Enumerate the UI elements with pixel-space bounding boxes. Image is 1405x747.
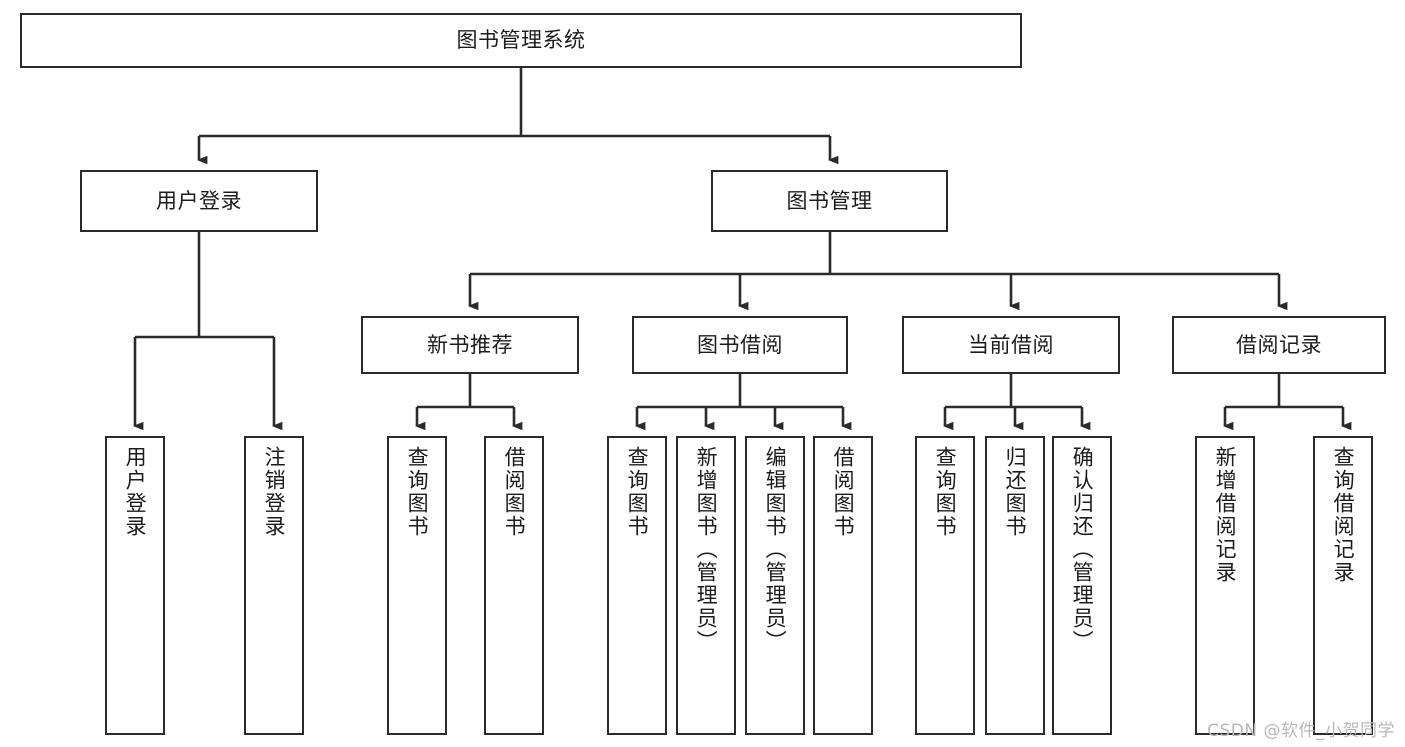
node-new-book-recommend-label: 新书推荐	[427, 332, 513, 357]
node-leaf-query-book-1-label: 查询图书	[405, 446, 430, 538]
node-user-login[interactable]: 用户登录	[80, 170, 318, 232]
node-leaf-add-record-label: 新增借阅记录	[1213, 446, 1238, 584]
node-root-label: 图书管理系统	[456, 28, 586, 53]
node-new-book-recommend[interactable]: 新书推荐	[361, 316, 579, 374]
node-book-borrow-label: 图书借阅	[697, 332, 783, 357]
node-leaf-user-login[interactable]: 用户登录	[105, 436, 165, 735]
node-book-manage[interactable]: 图书管理	[711, 170, 948, 232]
node-leaf-return-book[interactable]: 归还图书	[985, 436, 1045, 735]
node-book-borrow[interactable]: 图书借阅	[632, 316, 848, 374]
node-leaf-query-book-3[interactable]: 查询图书	[915, 436, 975, 735]
node-leaf-add-book-label: 新增图书（管理员）	[694, 446, 719, 653]
node-leaf-confirm-return-label: 确认归还（管理员）	[1070, 446, 1095, 653]
node-leaf-query-book-1[interactable]: 查询图书	[387, 436, 447, 735]
node-leaf-add-book[interactable]: 新增图书（管理员）	[676, 436, 736, 735]
node-user-login-label: 用户登录	[156, 188, 242, 213]
node-leaf-borrow-book-1[interactable]: 借阅图书	[484, 436, 544, 735]
node-borrow-record[interactable]: 借阅记录	[1172, 316, 1386, 374]
node-leaf-query-book-2[interactable]: 查询图书	[607, 436, 667, 735]
watermark: CSDN @软件_小贺同学	[1207, 721, 1395, 741]
node-leaf-add-record[interactable]: 新增借阅记录	[1195, 436, 1255, 735]
node-leaf-edit-book-label: 编辑图书（管理员）	[763, 446, 788, 653]
node-leaf-edit-book[interactable]: 编辑图书（管理员）	[745, 436, 805, 735]
node-leaf-user-logout[interactable]: 注销登录	[244, 436, 304, 735]
node-leaf-query-book-3-label: 查询图书	[933, 446, 958, 538]
node-leaf-confirm-return[interactable]: 确认归还（管理员）	[1052, 436, 1112, 735]
node-leaf-borrow-book-1-label: 借阅图书	[502, 446, 527, 538]
node-leaf-user-login-label: 用户登录	[123, 446, 148, 538]
node-current-borrow-label: 当前借阅	[968, 332, 1054, 357]
node-current-borrow[interactable]: 当前借阅	[902, 316, 1120, 374]
node-leaf-query-record[interactable]: 查询借阅记录	[1313, 436, 1373, 735]
node-root[interactable]: 图书管理系统	[20, 13, 1022, 68]
node-book-manage-label: 图书管理	[786, 188, 873, 213]
node-leaf-return-book-label: 归还图书	[1003, 446, 1028, 538]
node-borrow-record-label: 借阅记录	[1236, 332, 1322, 357]
node-leaf-borrow-book-2-label: 借阅图书	[831, 446, 856, 538]
node-leaf-query-book-2-label: 查询图书	[625, 446, 650, 538]
node-leaf-user-logout-label: 注销登录	[262, 446, 287, 538]
node-leaf-borrow-book-2[interactable]: 借阅图书	[813, 436, 873, 735]
node-leaf-query-record-label: 查询借阅记录	[1331, 446, 1356, 584]
